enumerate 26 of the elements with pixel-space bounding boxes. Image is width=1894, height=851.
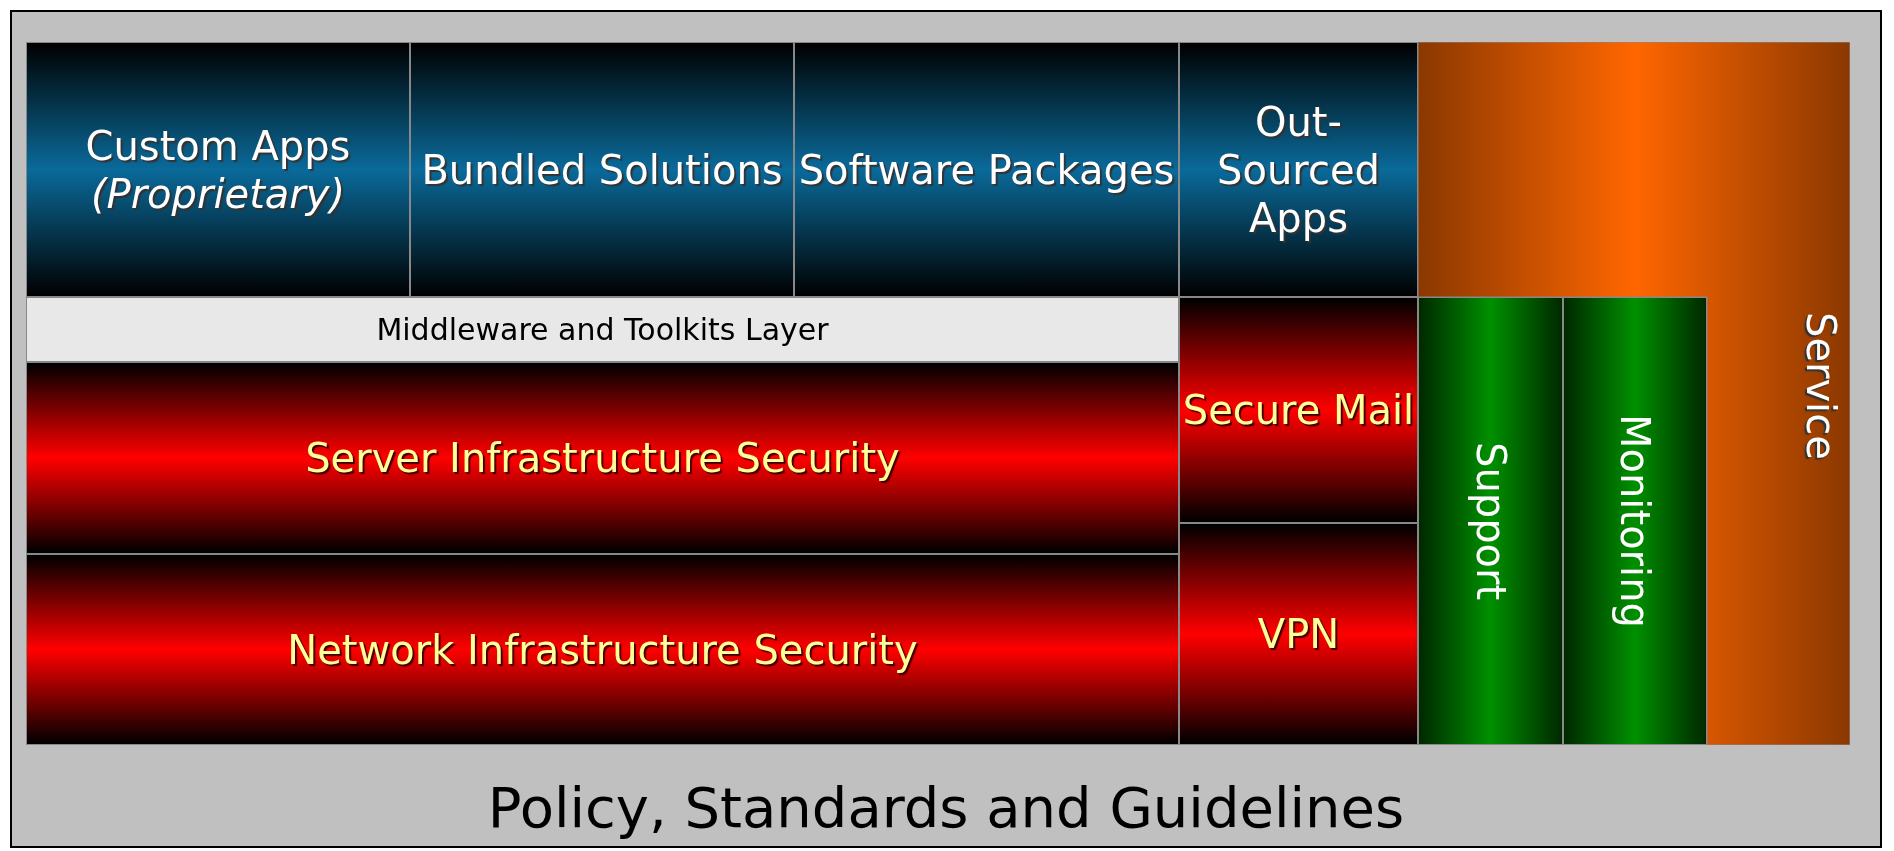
- block-subtitle: (Proprietary): [90, 169, 346, 218]
- footer-heading: Policy, Standards and Guidelines: [487, 775, 1405, 840]
- frame-panel: [10, 10, 1882, 848]
- block-label: Custom Apps: [85, 121, 351, 170]
- service-bar: [1418, 297, 1563, 745]
- block-label: Middleware and Toolkits Layer: [376, 312, 829, 347]
- block-label: Server Infrastructure Security: [305, 435, 900, 481]
- security-block: [26, 362, 1179, 554]
- application-block: [1179, 42, 1418, 297]
- block-label: Software Packages: [798, 145, 1175, 194]
- block-label: Out-Sourced Apps: [1216, 97, 1381, 242]
- block-label: Support: [1467, 441, 1514, 601]
- security-block: [26, 554, 1179, 745]
- application-block: [794, 42, 1179, 297]
- security-block: [1179, 297, 1418, 523]
- block-label: Monitoring: [1612, 414, 1658, 628]
- layer-bar: [26, 297, 1179, 362]
- security-block: [1179, 523, 1418, 745]
- application-block: [26, 42, 410, 297]
- block-label: VPN: [1257, 611, 1340, 657]
- block-label: Bundled Solutions: [421, 145, 783, 194]
- application-block: [410, 42, 794, 297]
- block-label: Service: [1798, 312, 1844, 460]
- service-bar: [1563, 297, 1707, 745]
- block-label: Network Infrastructure Security: [287, 626, 918, 673]
- block-label: Secure Mail: [1182, 387, 1415, 433]
